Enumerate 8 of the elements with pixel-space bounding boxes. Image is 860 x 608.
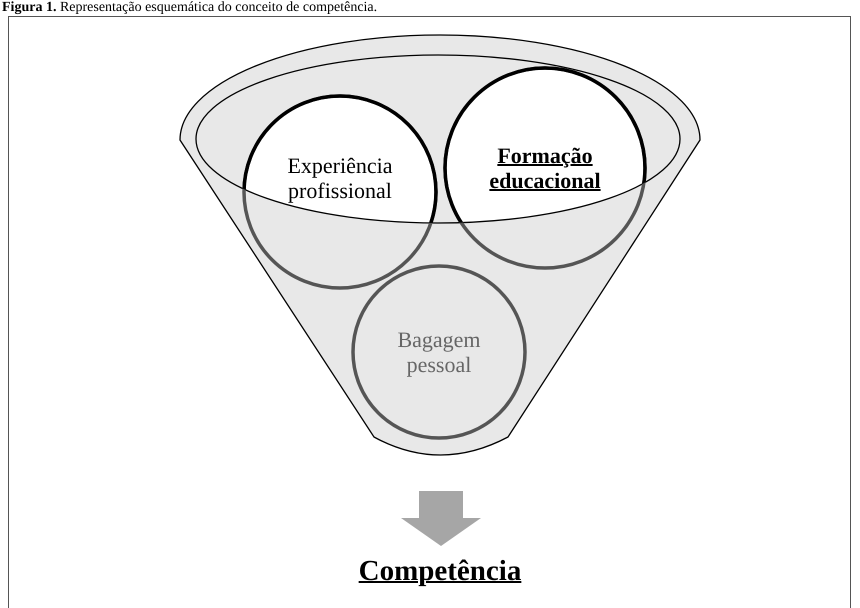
circle xyxy=(350,263,528,441)
circle-label: Formação educacional xyxy=(488,142,602,194)
circle xyxy=(442,65,648,271)
circle-label: Bagagem pessoal xyxy=(396,326,482,378)
circle xyxy=(241,93,439,291)
result-label: Competência xyxy=(358,555,522,589)
circle-label: Experiência profissional xyxy=(286,152,394,204)
figure-title: Figura 1. Representação esquemática do conceito de competência. xyxy=(2,0,378,16)
